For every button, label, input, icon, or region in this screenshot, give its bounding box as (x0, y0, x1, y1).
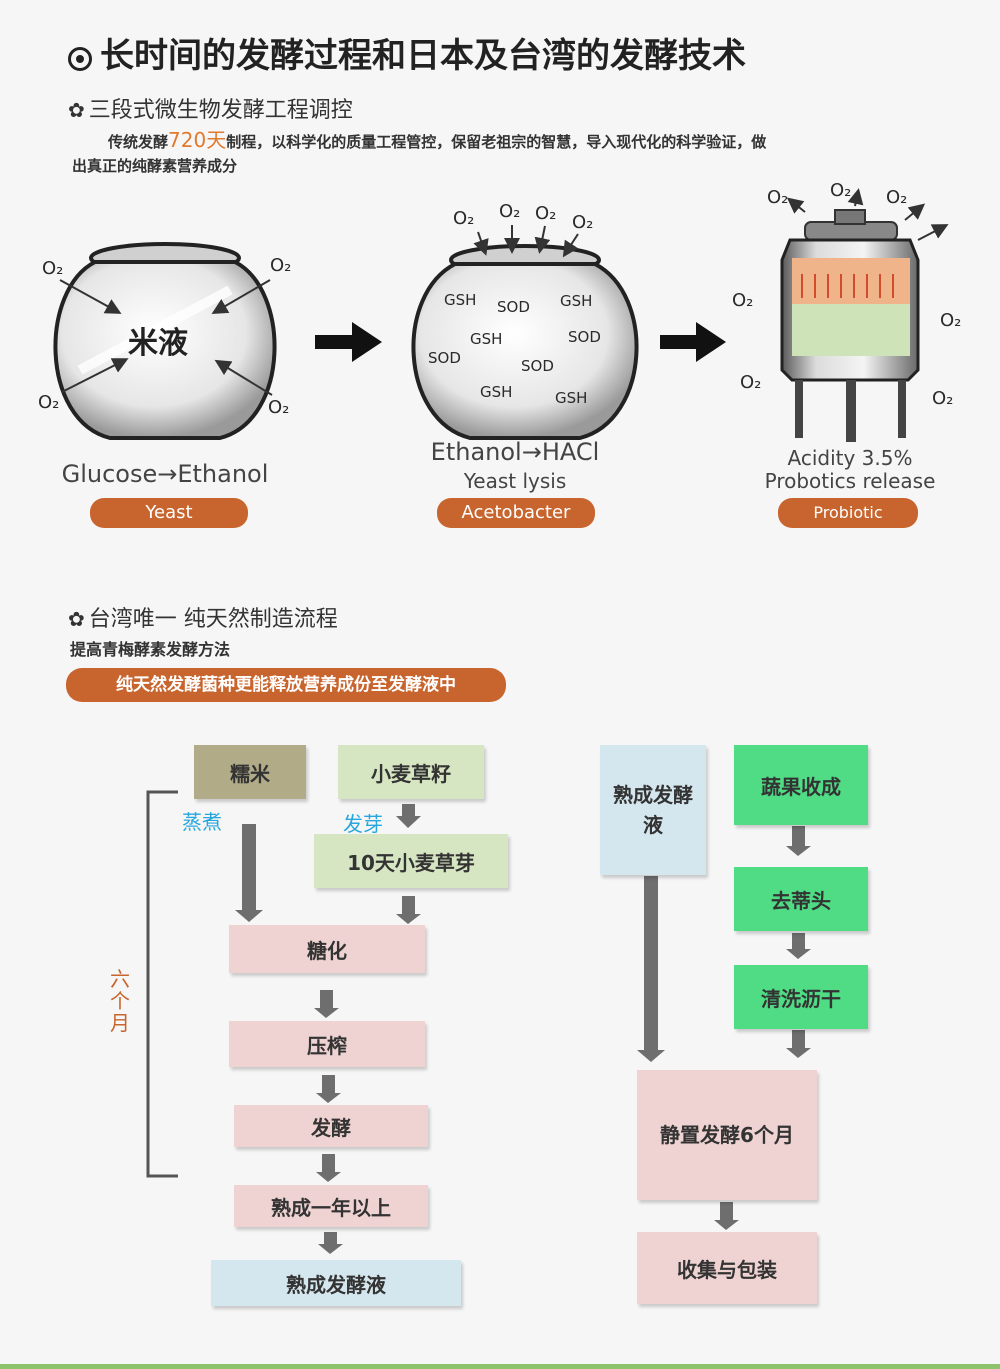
section2-heading-text: 台湾唯一 纯天然制造流程 (88, 607, 338, 632)
para-part2: 制程，以科学化的质量工程管控，保留老祖宗的智慧，导入现代化的科学验证，做 (226, 133, 767, 151)
wash-box: 清洗沥干 (734, 965, 868, 1029)
o2-label: O₂ (535, 203, 557, 224)
jar-icon (411, 225, 639, 440)
o2-label: O₂ (830, 180, 852, 201)
gear-icon: ✿ (68, 607, 85, 631)
section1-heading-text: 三段式微生物发酵工程调控 (88, 98, 353, 123)
result-liquid-box: 熟成发酵液 (211, 1260, 461, 1306)
o2-label: O₂ (453, 208, 475, 229)
para-part1: 传统发酵 (108, 133, 169, 151)
saccharify-box: 糖化 (229, 925, 425, 973)
section1-paragraph: 传统发酵720天制程，以科学化的质量工程管控，保留老祖宗的智慧，导入现代化的科学… (72, 128, 932, 178)
steam-label: 蒸煮 (182, 810, 222, 834)
destem-box: 去蒂头 (734, 867, 868, 931)
wheat-seed-box: 小麦草籽 (338, 745, 484, 799)
ferment-box: 发酵 (234, 1105, 428, 1147)
o2-label: O₂ (572, 212, 594, 233)
gear-icon: ✿ (68, 98, 85, 122)
mature-liquid-box: 熟成发酵液 (600, 745, 706, 875)
molecule-label: GSH (480, 383, 513, 401)
stage1-badge: Yeast (90, 498, 248, 528)
rice-box: 糯米 (194, 745, 306, 799)
molecule-label: GSH (555, 389, 588, 407)
o2-label: O₂ (940, 310, 962, 331)
o2-label: O₂ (270, 255, 292, 276)
section2-banner: 纯天然发酵菌种更能释放营养成份至发酵液中 (66, 668, 506, 702)
o2-label: O₂ (499, 201, 521, 222)
stage1-equation: Glucose→Ethanol (61, 460, 269, 488)
stage2-badge: Acetobacter (437, 498, 595, 528)
molecule-label: GSH (560, 292, 593, 310)
target-icon (68, 47, 92, 71)
wheat-sprouts-box: 10天小麦草芽 (314, 834, 508, 888)
molecule-label: SOD (497, 298, 530, 316)
section2-heading: ✿台湾唯一 纯天然制造流程 (68, 601, 338, 633)
section2-subheading: 提高青梅酵素发酵方法 (70, 640, 231, 659)
o2-label: O₂ (42, 258, 64, 279)
tank-icon (780, 188, 949, 442)
page-title-text: 长时间的发酵过程和日本及台湾的发酵技术 (100, 36, 746, 76)
molecule-label: SOD (568, 328, 601, 346)
sprout-label: 发芽 (343, 812, 383, 836)
o2-label: O₂ (932, 388, 954, 409)
flowchart-connectors (146, 790, 811, 1254)
o2-label: O₂ (767, 187, 789, 208)
arrow-icon (660, 322, 726, 362)
section1-heading: ✿三段式微生物发酵工程调控 (68, 92, 353, 124)
o2-label: O₂ (740, 372, 762, 393)
collect-package-box: 收集与包装 (637, 1232, 817, 1304)
stage2-subtext: Yeast lysis (463, 469, 567, 493)
stage3-badge: Probiotic (778, 498, 918, 528)
static-ferment-box: 静置发酵6个月 (637, 1070, 817, 1200)
molecule-label: GSH (444, 291, 477, 309)
page-title: 长时间的发酵过程和日本及台湾的发酵技术 (68, 28, 746, 77)
molecule-label: SOD (428, 349, 461, 367)
arrow-icon (315, 322, 382, 362)
harvest-box: 蔬果收成 (734, 745, 868, 825)
mature-box: 熟成一年以上 (234, 1185, 428, 1227)
molecule-label: SOD (521, 357, 554, 375)
para-highlight: 720天 (168, 128, 227, 152)
stage2-equation: Ethanol→HACl (430, 438, 600, 466)
o2-label: O₂ (268, 397, 290, 418)
bottom-border (0, 1364, 1000, 1369)
duration-label: 六个月 (110, 967, 130, 1035)
o2-label: O₂ (38, 392, 60, 413)
stage3-equation: Acidity 3.5% (787, 446, 913, 470)
o2-label: O₂ (732, 290, 754, 311)
o2-label: O₂ (886, 187, 908, 208)
stage3-subtext: Probotics release (764, 469, 936, 493)
jar-liquid-label: 米液 (128, 326, 188, 361)
press-box: 压榨 (229, 1021, 425, 1067)
jar-icon (53, 242, 277, 440)
para-line2: 出真正的纯酵素营养成分 (72, 157, 238, 175)
molecule-label: GSH (470, 330, 503, 348)
fermentation-stages-illustration (53, 188, 949, 442)
